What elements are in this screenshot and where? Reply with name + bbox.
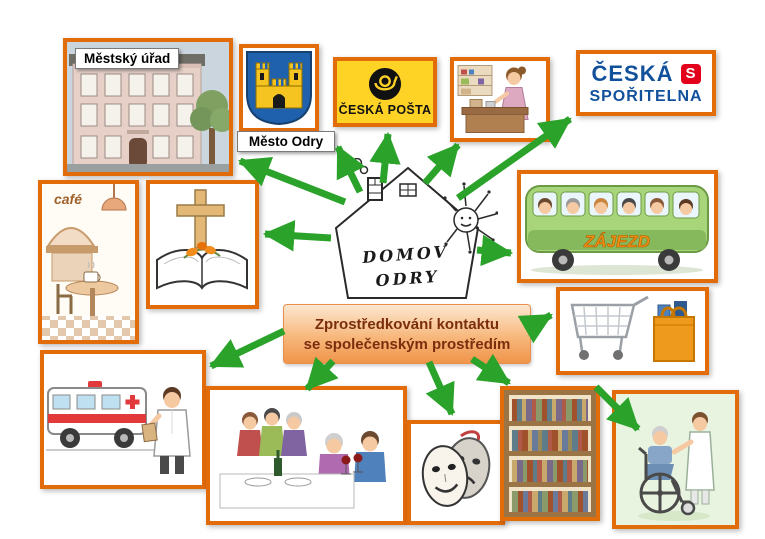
post-label: ČESKÁ POŠTA — [338, 103, 432, 117]
open-book-icon — [156, 249, 248, 290]
bookshelf-row — [509, 487, 591, 512]
bookshelf-row — [509, 426, 591, 456]
patient-icon — [646, 426, 674, 480]
nurse-icon — [671, 412, 715, 505]
theatre-masks-icon — [421, 430, 491, 507]
cafe-sign-label: café — [54, 191, 82, 207]
bible-illustration — [146, 180, 259, 309]
bookshelf-row — [509, 395, 591, 426]
shopping-cart-icon — [570, 295, 649, 360]
shopping-bag-icon — [653, 301, 695, 362]
mission-line2: se společenským prostředím — [303, 335, 511, 353]
ambulance-icon — [47, 381, 147, 448]
excursion-bus: ZÁJEZD — [517, 170, 718, 283]
house-icon: DOMOV ODRY — [334, 158, 498, 299]
czech-post-logo: ČESKÁ POŠTA — [333, 57, 437, 127]
rear-guests — [237, 408, 307, 456]
shopping-cart-and-bag-icon — [570, 295, 695, 362]
open-bible-with-cross-icon — [156, 189, 248, 290]
coat-of-arms — [239, 44, 319, 132]
domov-odry-house: DOMOV ODRY — [318, 158, 498, 308]
arrow-to-ambulance — [209, 327, 286, 370]
bank-logo-letter: S — [685, 65, 696, 82]
library-illustration — [500, 386, 600, 521]
bus-icon: ZÁJEZD — [525, 185, 709, 275]
arrow-to-masks — [425, 360, 456, 416]
bank-name-line2: SPOŘITELNA — [589, 87, 703, 105]
bank-logo-icon: S — [680, 63, 701, 84]
family-dinner-icon — [219, 408, 386, 509]
cross-icon — [176, 189, 225, 249]
doctor-icon — [141, 387, 191, 474]
arrow-to-shopping — [517, 311, 553, 344]
woman-at-service-desk-icon — [457, 65, 529, 133]
culture-masks-illustration — [407, 420, 505, 525]
odry-coat-of-arms-icon — [246, 51, 312, 126]
bookshelf-row — [509, 456, 591, 487]
restaurant-illustration — [206, 386, 407, 525]
ceska-sporitelna-logo: ČESKÁ S SPOŘITELNA — [576, 50, 716, 116]
town-hall-photo: Městský úřad — [63, 38, 233, 176]
bus-trip-label: ZÁJEZD — [583, 232, 650, 251]
ambulance-and-doctor-icon — [46, 381, 191, 474]
care-illustration — [612, 390, 739, 529]
bookshelf-icon — [504, 390, 596, 517]
mission-line1: Zprostředkování kontaktu — [314, 315, 500, 333]
arrow-to-dinner — [304, 356, 339, 392]
wheelchair-with-nurse-icon — [638, 412, 715, 521]
town-hall-label: Městský úřad — [75, 48, 180, 69]
town-arms-label: Město Odry — [237, 131, 335, 152]
post-horn-icon — [368, 67, 402, 101]
services-desk-illustration — [450, 57, 550, 142]
flower-icon — [183, 242, 221, 259]
mission-box: Zprostředkování kontaktu se společenským… — [283, 304, 531, 364]
bank-name-line1: ČESKÁ — [591, 60, 674, 86]
cafe-illustration: café — [38, 180, 139, 344]
shopping-illustration — [556, 287, 709, 375]
cafe-interior-icon: café — [42, 184, 135, 340]
health-services-illustration — [40, 350, 206, 489]
house-label-line2: ODRY — [375, 267, 440, 290]
comedy-mask-icon — [421, 445, 469, 507]
dinner-table — [219, 450, 363, 509]
